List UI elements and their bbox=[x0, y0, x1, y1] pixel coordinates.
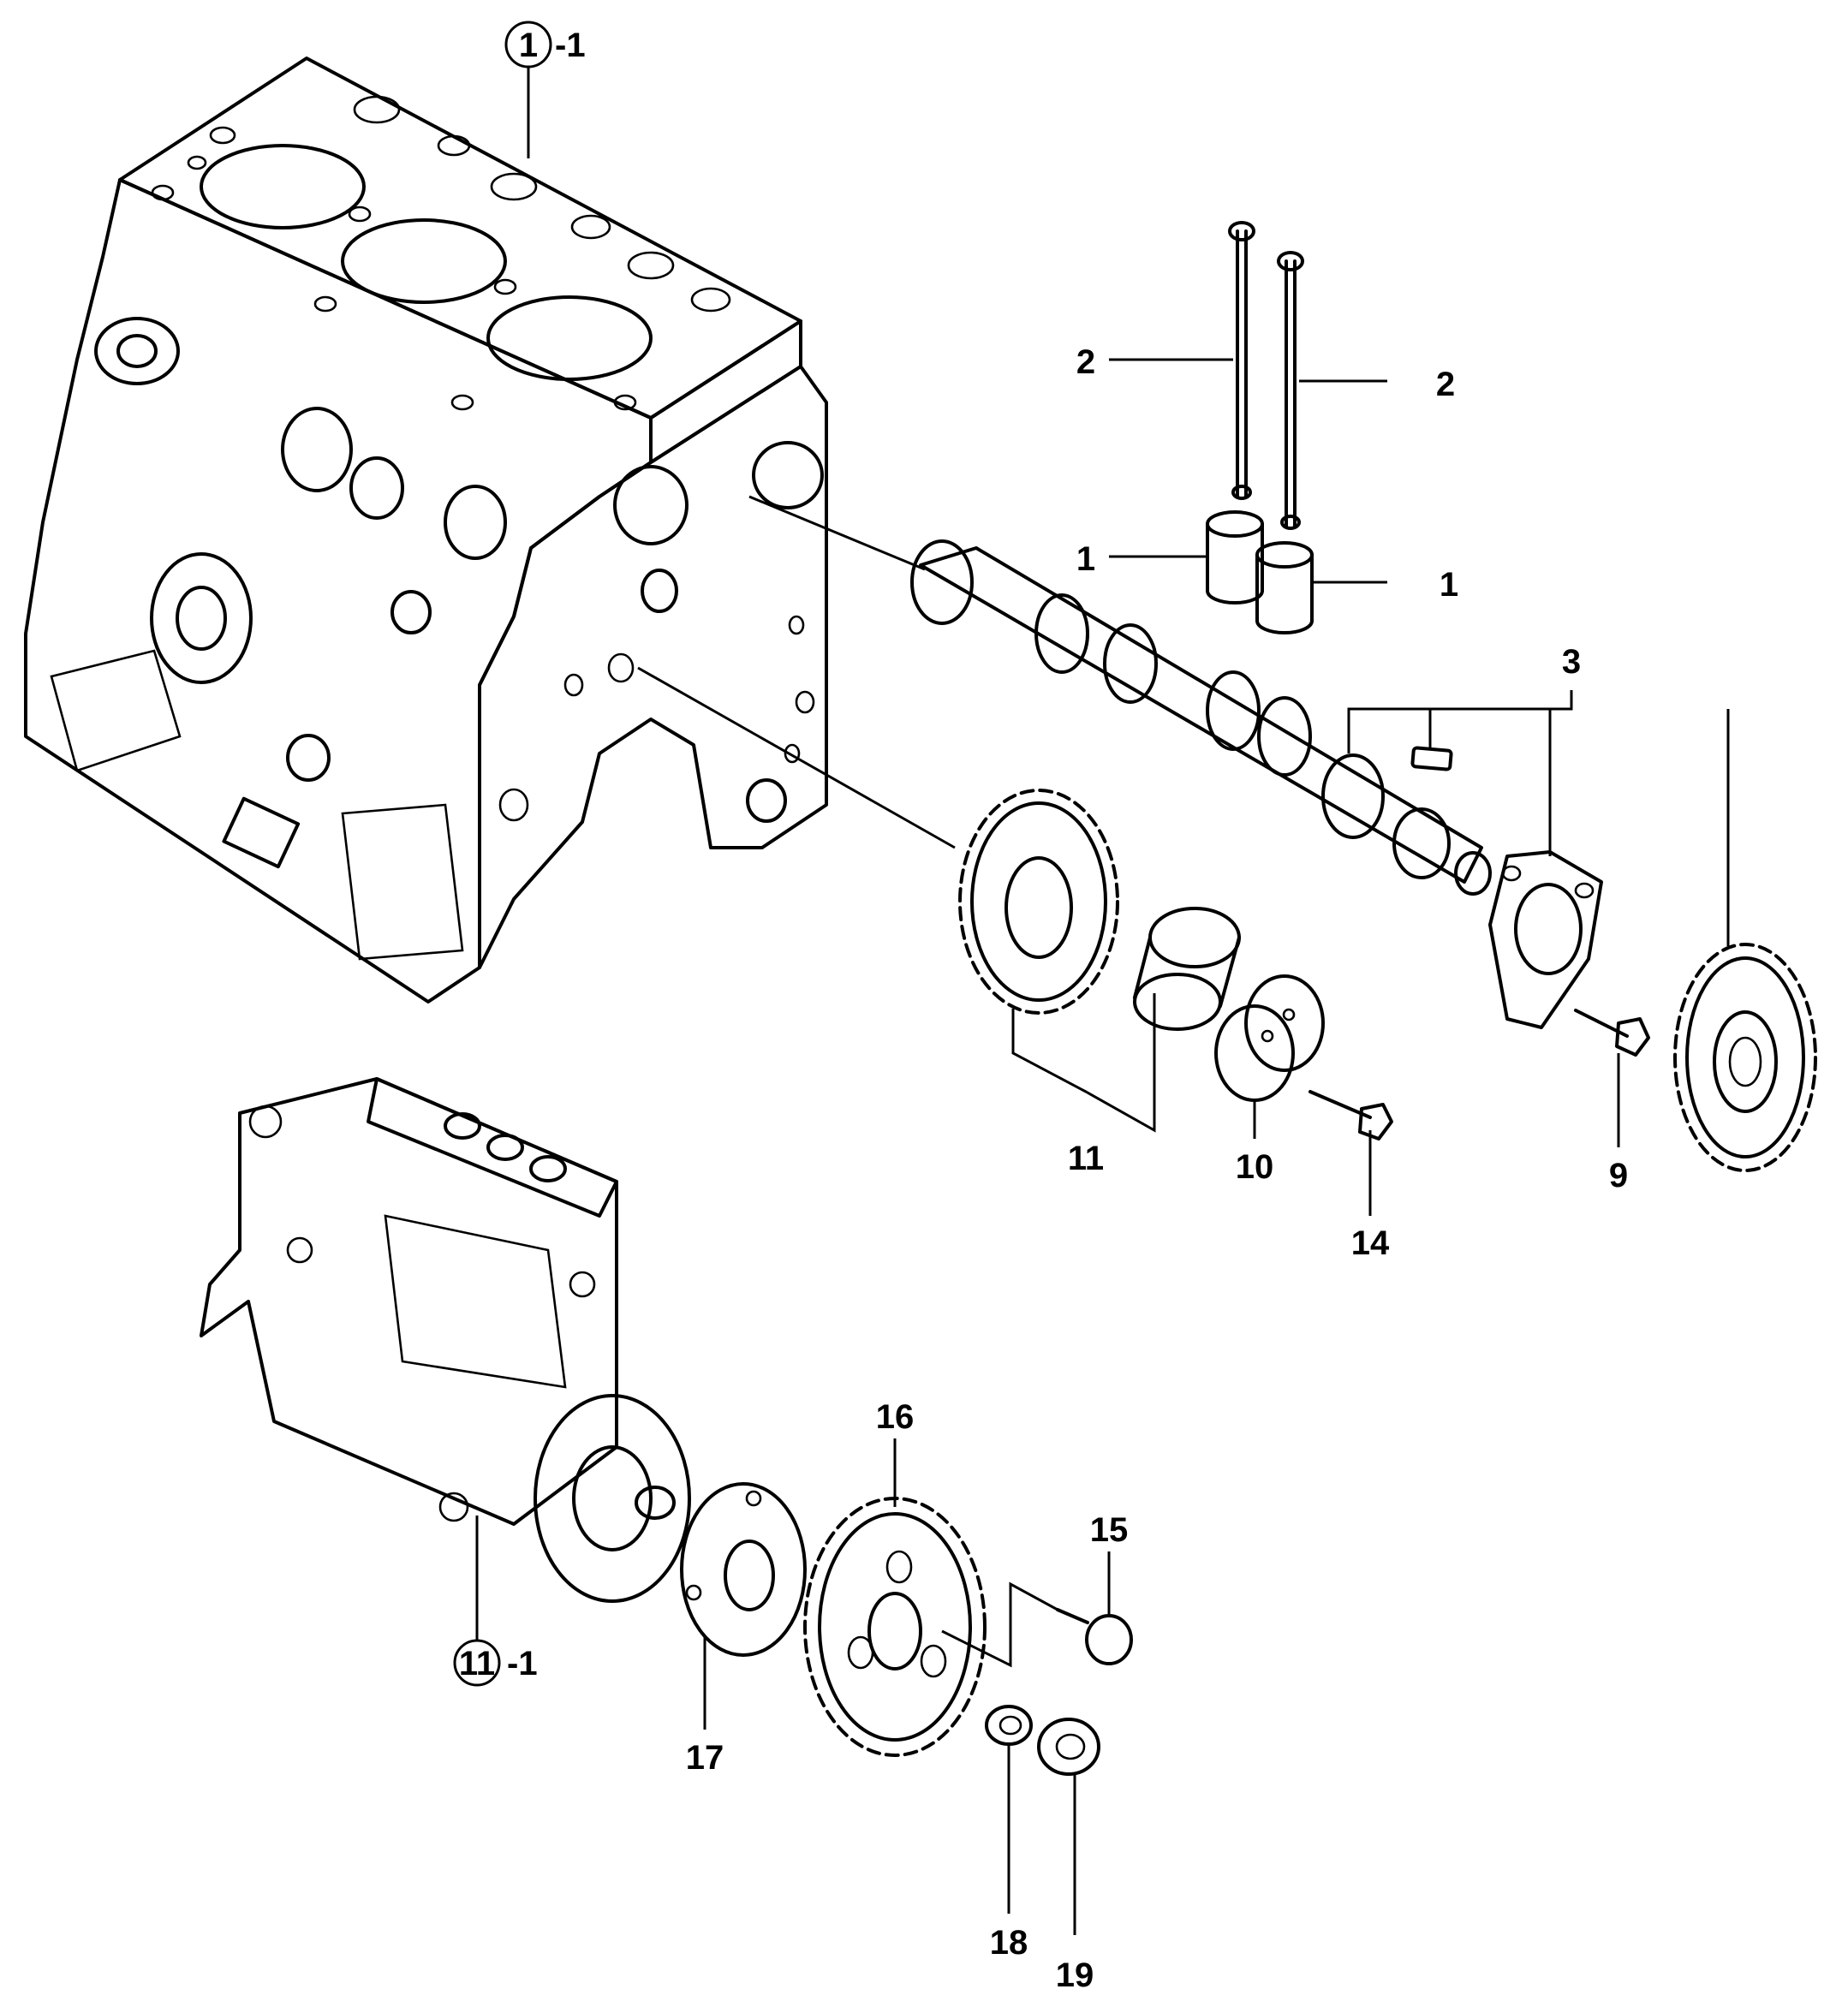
label-washer: 18 bbox=[990, 1924, 1028, 1962]
pump-gear bbox=[803, 1497, 987, 1757]
push-rod-right bbox=[1277, 251, 1304, 530]
label-cylinder-block-suffix: -1 bbox=[555, 27, 586, 64]
pump-drive-flange bbox=[680, 1482, 807, 1657]
push-rod-left bbox=[1228, 221, 1255, 500]
label-pump-gear: 16 bbox=[876, 1398, 915, 1436]
label-camshaft-assembly: 3 bbox=[1562, 643, 1581, 681]
cam-gear-bolt bbox=[1574, 1009, 1650, 1057]
pump-callout-circle bbox=[453, 1639, 501, 1687]
label-cam-gear-bolt: 9 bbox=[1609, 1157, 1628, 1194]
thrust-plate bbox=[1488, 850, 1603, 1029]
tappet-left bbox=[1206, 510, 1264, 604]
hex-nut bbox=[1037, 1718, 1100, 1776]
pump-gear-bolt bbox=[1056, 1608, 1133, 1665]
cam-gear bbox=[1673, 943, 1817, 1172]
label-pump-suffix: -1 bbox=[507, 1645, 538, 1682]
label-idle-gear-assembly: 11 bbox=[1068, 1140, 1104, 1177]
label-push-rod-right: 2 bbox=[1436, 366, 1455, 403]
label-pump-gear-bolt: 15 bbox=[1090, 1511, 1129, 1549]
idle-gear bbox=[958, 789, 1119, 1015]
idle-gear-shaft bbox=[1214, 974, 1325, 1102]
fuel-injection-pump bbox=[200, 1077, 691, 1603]
label-push-rod-left: 2 bbox=[1076, 343, 1095, 381]
camshaft bbox=[910, 539, 1492, 896]
part-labels: 1 -1 2 2 1 1 3 11 10 14 9 11 -1 16 15 17… bbox=[453, 21, 1628, 1994]
idle-gear-bolt bbox=[1309, 1090, 1393, 1140]
tappet-right bbox=[1255, 541, 1314, 634]
label-cylinder-block-number: 1 bbox=[519, 27, 538, 64]
leader-lines bbox=[475, 67, 1730, 1935]
cyl-block-callout-circle bbox=[504, 21, 552, 68]
label-tappet-left: 1 bbox=[1076, 540, 1095, 578]
label-pump-flange: 17 bbox=[686, 1739, 724, 1777]
label-tappet-right: 1 bbox=[1440, 566, 1458, 604]
cylinder-block bbox=[24, 57, 828, 1004]
label-pump-number: 11 bbox=[459, 1645, 495, 1682]
label-nut: 19 bbox=[1056, 1956, 1094, 1994]
label-idle-gear-bolt: 14 bbox=[1351, 1224, 1390, 1262]
idle-gear-bushing bbox=[1133, 907, 1241, 1031]
spring-washer bbox=[985, 1705, 1033, 1746]
label-idle-gear-shaft: 10 bbox=[1236, 1148, 1274, 1186]
